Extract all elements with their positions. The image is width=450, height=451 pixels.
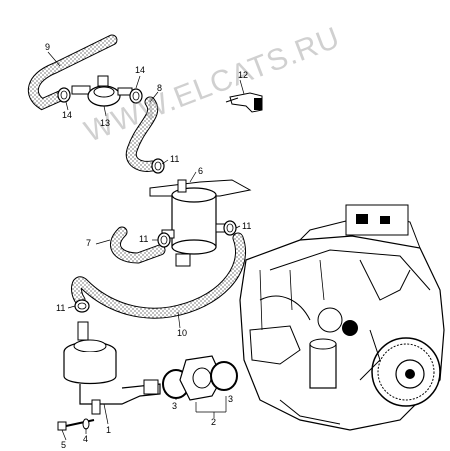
hose-clamp-14-left — [57, 87, 71, 103]
callout-11-middle-left: 11 — [139, 234, 149, 244]
callout-3-left: 3 — [172, 401, 178, 411]
fuel-pump-1 — [63, 321, 161, 415]
hose-clamp-11-top — [151, 158, 165, 174]
callout-6: 6 — [198, 166, 204, 176]
callout-12: 12 — [238, 70, 249, 80]
callout-3-right: 3 — [228, 394, 234, 404]
callout-4: 4 — [83, 434, 89, 444]
callout-11-middle-right: 11 — [242, 221, 252, 231]
callout-14-left: 14 — [62, 110, 73, 120]
hose-10 — [71, 232, 246, 319]
hose-clamp-11-lower — [74, 299, 90, 313]
callout-1: 1 — [106, 425, 112, 435]
hose-clamp-11-middle-left — [157, 232, 171, 248]
separator-6 — [149, 179, 252, 267]
gasket-3-right — [210, 361, 238, 391]
callout-11-top: 11 — [170, 154, 180, 164]
callout-13: 13 — [100, 118, 111, 128]
callout-11-lower: 11 — [56, 303, 66, 313]
washer-4 — [82, 418, 90, 430]
valve-13 — [71, 75, 133, 107]
spacer-2 — [179, 355, 223, 401]
hose-8 — [125, 96, 159, 172]
leader-lines — [47, 51, 245, 441]
callout-8: 8 — [157, 83, 163, 93]
hose-clamp-11-middle-right — [223, 220, 237, 236]
bracket-12 — [225, 92, 263, 113]
callout-10: 10 — [177, 328, 188, 338]
engine-block — [239, 204, 445, 431]
callout-7: 7 — [86, 238, 92, 248]
hose-9 — [27, 34, 118, 111]
callout-9: 9 — [45, 42, 51, 52]
callout-14-right: 14 — [135, 65, 146, 75]
callout-2: 2 — [211, 417, 217, 427]
hose-7 — [110, 226, 166, 264]
callout-5: 5 — [61, 440, 67, 450]
hose-clamp-14-right — [129, 88, 143, 104]
